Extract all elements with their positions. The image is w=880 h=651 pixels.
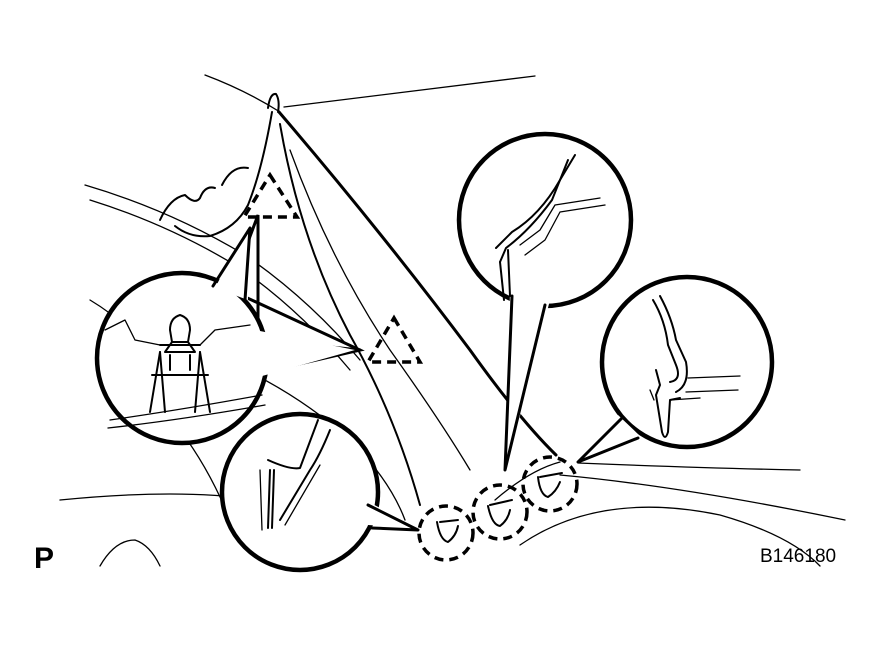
claw-detail-top-center <box>456 131 634 472</box>
clip-detail-top-left <box>94 214 365 446</box>
claw-detail-right <box>576 274 775 464</box>
claw-location-circle-1 <box>417 504 475 562</box>
claw-location-circle-3 <box>521 455 579 513</box>
clip-location-triangle-lower <box>364 314 424 364</box>
figure-id: B146180 <box>760 546 837 567</box>
claw-location-circle-2 <box>471 483 529 541</box>
claw-detail-bottom-left <box>219 411 420 573</box>
clip-location-triangle-upper <box>240 171 301 219</box>
view-label: P <box>34 542 55 575</box>
